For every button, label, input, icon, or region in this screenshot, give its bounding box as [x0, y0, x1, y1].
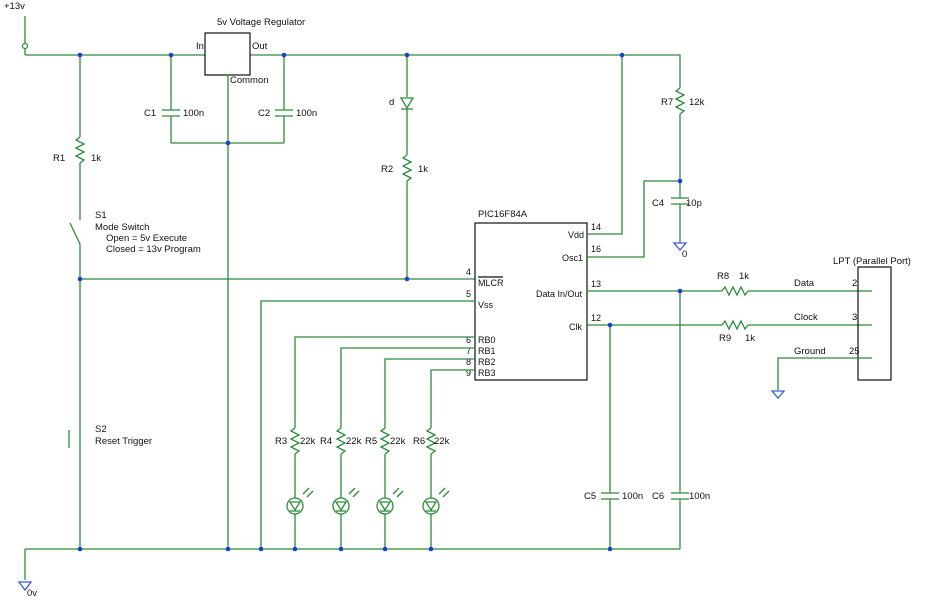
lpt-title: LPT (Parallel Port): [833, 256, 911, 267]
r8-value: 1k: [739, 271, 749, 282]
diode-d: d: [389, 55, 415, 155]
c5-ref: C5: [584, 491, 596, 502]
r5-value: 22k: [390, 436, 406, 447]
osc1-wire: [587, 180, 680, 258]
s2-ref: S2: [95, 424, 107, 435]
pin-num-8: 8: [466, 357, 471, 367]
diode-ref: d: [389, 97, 394, 108]
pin-label-rb2: RB2: [478, 357, 496, 367]
r7-ref: R7: [661, 97, 673, 108]
vdd-wire: [587, 55, 623, 235]
s1-ref: S1: [95, 210, 107, 221]
data-line: R8 1k: [587, 271, 872, 493]
pin-num-5: 5: [466, 289, 471, 299]
r2-value: 1k: [418, 164, 428, 175]
lpt-signal-ground: Ground: [794, 346, 826, 357]
lpt-signal-data: Data: [794, 278, 815, 289]
c1-value: 100n: [183, 108, 204, 119]
r3-value: 22k: [300, 436, 316, 447]
junction-dots: [77, 52, 683, 552]
regulator-in-label: In: [196, 41, 204, 52]
pin-num-7: 7: [466, 346, 471, 356]
s1-line1: Open = 5v Execute: [106, 233, 187, 244]
vss-wire: [260, 300, 475, 549]
regulator-title: 5v Voltage Regulator: [217, 17, 305, 28]
lpt-pin-25: 25: [849, 346, 860, 357]
r8-ref: R8: [717, 271, 729, 282]
pin-label-data: Data In/Out: [536, 289, 583, 299]
resistor-r2: R2 1k: [381, 154, 428, 279]
regulator-common-label: Common: [230, 75, 269, 86]
lpt-signal-clock: Clock: [794, 312, 818, 323]
supply-label: +13v: [4, 1, 25, 12]
pin-label-vdd: Vdd: [568, 230, 584, 240]
c5-value: 100n: [622, 491, 643, 502]
capacitor-c6: C6 100n: [652, 491, 710, 549]
mcu-name: PIC16F84A: [478, 209, 528, 220]
r6-ref: R6: [413, 436, 425, 447]
supply-terminal: +13v: [4, 1, 29, 55]
capacitor-c4: C4 10p 0: [652, 197, 702, 260]
led-channel-rb1: R4 22k: [320, 347, 475, 549]
c2-ref: C2: [258, 108, 270, 119]
r1-ref: R1: [53, 153, 65, 164]
capacitor-c1: C1 100n: [144, 55, 204, 143]
r4-value: 22k: [346, 436, 362, 447]
pin-num-14: 14: [591, 222, 601, 232]
r5-ref: R5: [365, 436, 377, 447]
r6-value: 22k: [434, 436, 450, 447]
pin-num-13: 13: [591, 279, 601, 289]
s1-line2: Closed = 13v Program: [106, 244, 201, 255]
led-channel-rb0: R3 22k: [275, 336, 475, 549]
r9-ref: R9: [719, 333, 731, 344]
pin-label-mlcr: MLCR: [478, 278, 504, 288]
resistor-r7: R7 12k: [661, 87, 705, 198]
r4-ref: R4: [320, 436, 332, 447]
c2-value: 100n: [296, 108, 317, 119]
pin-num-6: 6: [466, 335, 471, 345]
pin-num-12: 12: [591, 313, 601, 323]
lpt-pin-3: 3: [852, 312, 857, 323]
s1-title: Mode Switch: [95, 222, 149, 233]
pin-label-rb1: RB1: [478, 346, 496, 356]
r1-value: 1k: [91, 153, 101, 164]
s2-title: Reset Trigger: [95, 436, 152, 447]
led-channel-rb3: R6 22k: [413, 369, 475, 549]
pin-num-9: 9: [466, 368, 471, 378]
led-channel-rb2: R5 22k: [365, 358, 475, 549]
lpt-pin-2: 2: [852, 278, 857, 289]
c6-value: 100n: [689, 491, 710, 502]
pin-num-4: 4: [466, 267, 471, 277]
c1-ref: C1: [144, 108, 156, 119]
voltage-regulator: 5v Voltage Regulator In Out Common: [196, 17, 305, 549]
lpt-connector: LPT (Parallel Port) Data 2 Clock 3 Groun…: [770, 256, 911, 399]
r2-ref: R2: [381, 164, 393, 175]
ground-label: 0v: [27, 588, 37, 599]
r7-value: 12k: [689, 97, 705, 108]
mcu-pic16f84a: PIC16F84A 14 Vdd 16 Osc1 4 MLCR 13 Data …: [466, 209, 601, 381]
clock-line: R9 1k: [587, 319, 872, 493]
pin-label-osc1: Osc1: [562, 253, 583, 263]
regulator-out-label: Out: [252, 41, 268, 52]
r3-ref: R3: [275, 436, 287, 447]
switch-s2: S2 Reset Trigger: [68, 424, 152, 549]
c6-ref: C6: [652, 491, 664, 502]
resistor-r1: R1 1k: [53, 55, 101, 220]
capacitor-c5: C5 100n: [584, 491, 643, 549]
pin-label-vss: Vss: [478, 300, 494, 310]
c4-ground-label: 0: [682, 249, 687, 260]
c4-ref: C4: [652, 198, 664, 209]
switch-s1: S1 Mode Switch Open = 5v Execute Closed …: [69, 210, 201, 425]
capacitor-c2: C2 100n: [258, 55, 317, 143]
pin-num-16: 16: [591, 244, 601, 254]
r9-value: 1k: [745, 333, 755, 344]
ground-rail: 0v: [17, 548, 680, 599]
pin-label-clk: Clk: [569, 322, 582, 332]
c4-value: 10p: [686, 198, 702, 209]
pin-label-rb0: RB0: [478, 335, 496, 345]
pin-label-rb3: RB3: [478, 368, 496, 378]
top-rail: [25, 54, 681, 88]
